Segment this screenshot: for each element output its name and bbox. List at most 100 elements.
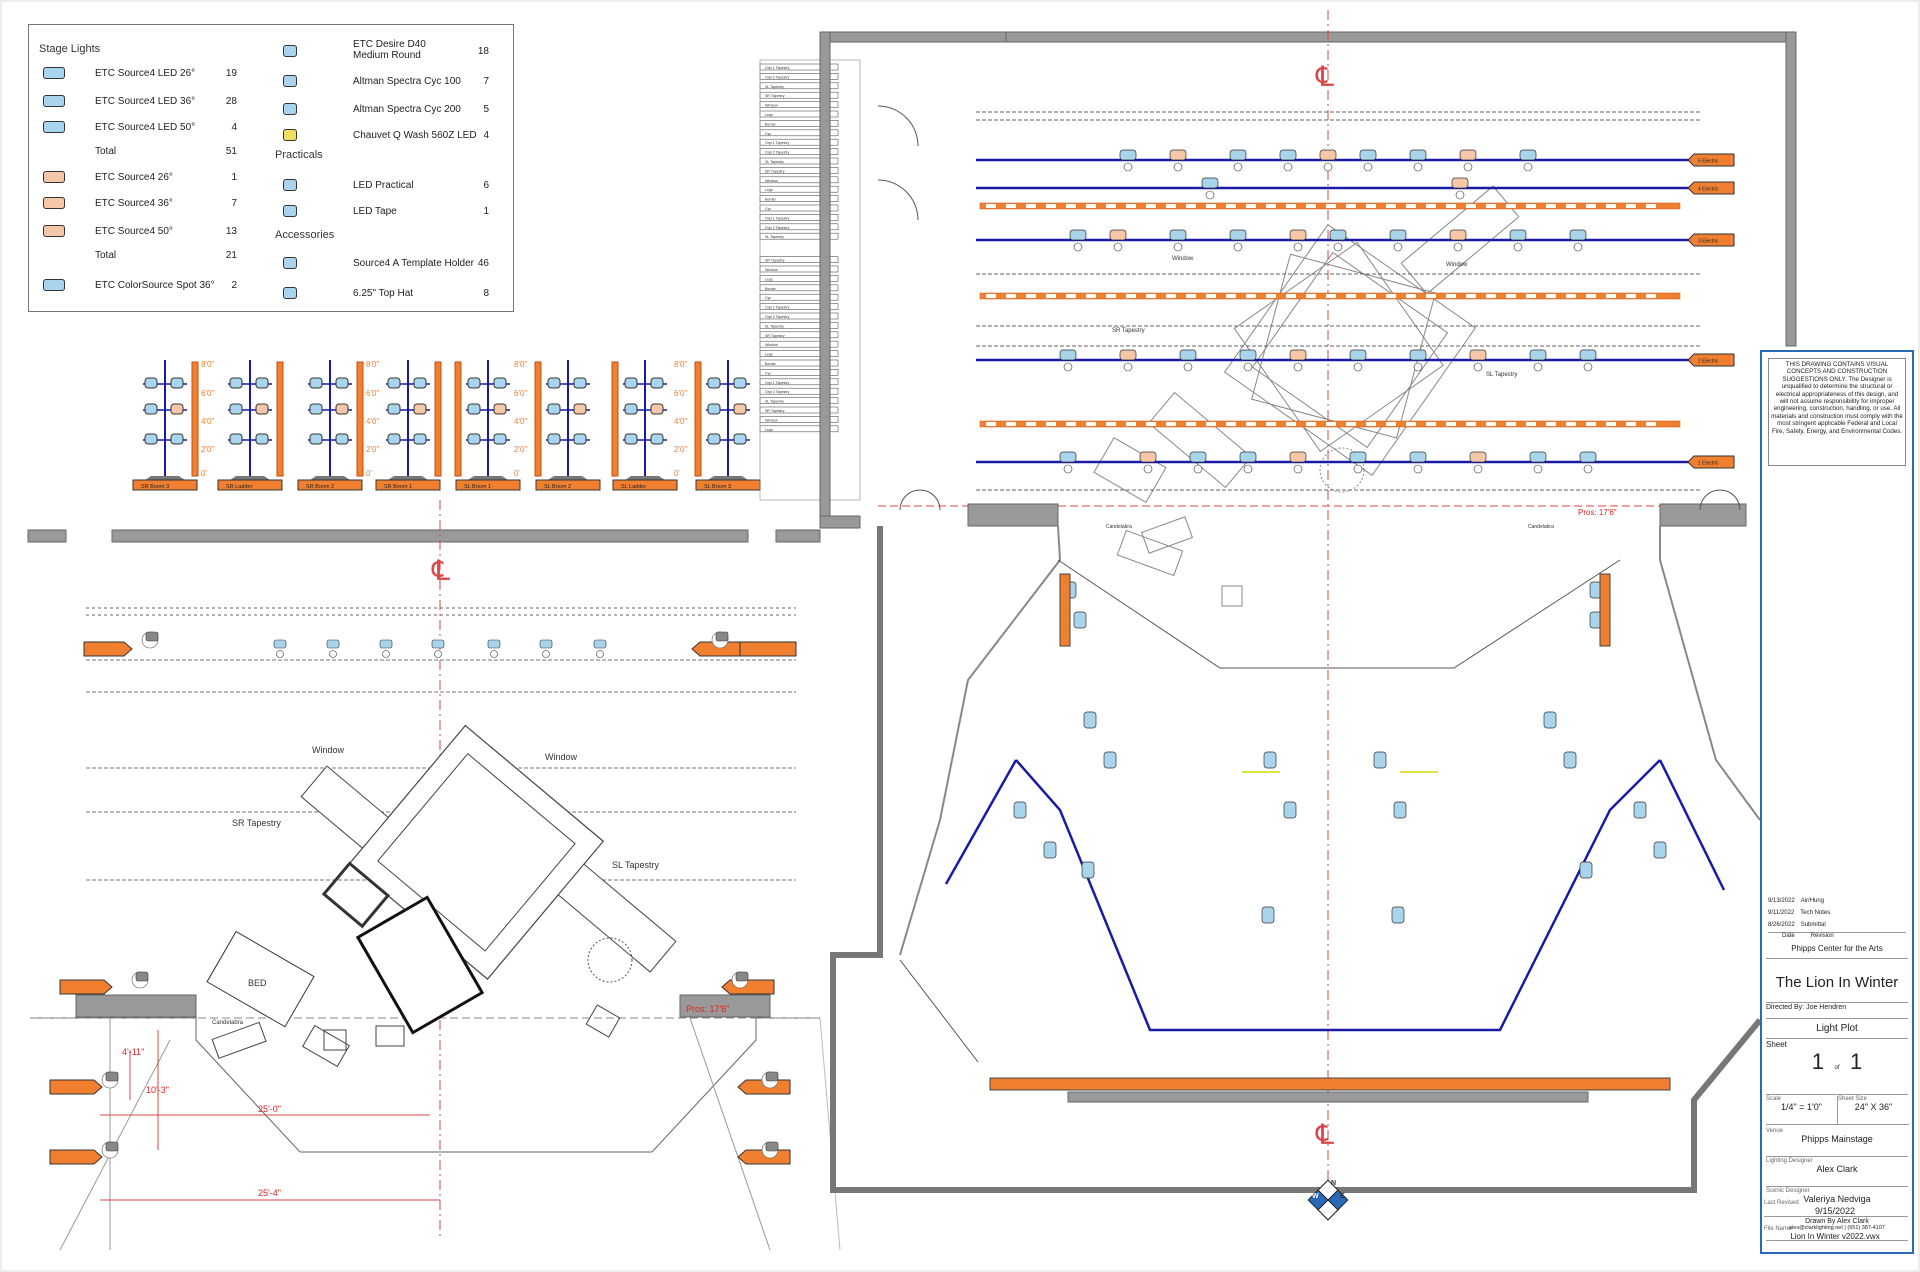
legend-name: LED Practical: [353, 180, 414, 191]
boom-elevation: SL Boom 1: [454, 360, 521, 491]
candelabra-label-main-2: Candelabra: [1528, 524, 1554, 530]
sr-tapestry-label-main: SR Tapestry: [1112, 328, 1145, 334]
sl-tapestry-label-main: SL Tapestry: [1486, 372, 1517, 378]
sheet-label: Sheet: [1766, 1040, 1787, 1049]
legend-name: Chauvet Q Wash 560Z LED: [353, 130, 477, 141]
sd-name: Valeriya Nedviga: [1803, 1194, 1871, 1204]
cyc-segment: [1126, 294, 1136, 298]
cyc-segment: [1626, 204, 1636, 208]
boom-label: SL Boom 1: [464, 484, 491, 490]
boom-elevation: SR Boom 1: [375, 360, 442, 491]
legend-count: 28: [225, 96, 237, 107]
cyc-segment: [1226, 294, 1236, 298]
lineset-label: Window: [765, 418, 778, 422]
lineset-label: Orpl 1 Tapestry: [765, 66, 790, 70]
legend-count: 1: [231, 172, 237, 183]
lineset-label: SL Tapestry: [765, 85, 784, 89]
fixture: [1579, 861, 1593, 879]
file-label: File Name: [1764, 1226, 1792, 1232]
cyc-segment: [1246, 294, 1256, 298]
fixture: [1319, 149, 1337, 172]
fixture: [1389, 229, 1407, 252]
boom-height-label: 2'0": [366, 445, 379, 454]
boom-label: SR Boom 2: [306, 484, 334, 490]
lineset-label: Border: [765, 122, 777, 126]
boom-height-label: 2'0": [201, 445, 214, 454]
cyc-segment: [1026, 204, 1036, 208]
boom-label: SR Boom 3: [141, 484, 169, 490]
fixture: [141, 631, 159, 649]
fixture: [1349, 349, 1367, 372]
svg-text:℄: ℄: [1315, 1120, 1334, 1151]
lineset-label: SL Tapestry: [765, 324, 784, 328]
fixture: [731, 971, 749, 989]
lineset-label: Orpl 1 Tapestry: [765, 141, 790, 145]
fixture: [1139, 451, 1157, 474]
legend-name: ETC Source4 LED 50°: [95, 122, 196, 133]
fixture: [101, 1071, 119, 1089]
fixture: [379, 639, 393, 658]
cyc-icon: [283, 75, 297, 87]
cyc-segment: [1066, 204, 1076, 208]
cyc-segment: [1386, 204, 1396, 208]
dim-1: 4'-11": [122, 1047, 144, 1057]
fixture: [1391, 906, 1405, 924]
lineset-label: Cyc: [765, 132, 771, 136]
directed-by: Directed By: Joe Hendren: [1766, 1004, 1908, 1019]
cyc-segment: [1426, 204, 1436, 208]
drawn-by: Drawn By Alex Clark: [1805, 1218, 1869, 1225]
ld-label: Lighting Designer: [1766, 1158, 1813, 1164]
fixture: [539, 639, 553, 658]
cyc-segment: [1146, 204, 1156, 208]
sheet-number: 1: [1811, 1049, 1824, 1074]
cyc-segment: [1166, 294, 1176, 298]
cyc-segment: [1546, 422, 1556, 426]
boom-height-label: 2'0": [674, 445, 687, 454]
led-fixture-icon: [43, 121, 65, 133]
legend-count: 1: [483, 206, 489, 217]
boom-label: SR Ladder: [226, 484, 252, 490]
lineset-label: Window: [765, 343, 778, 347]
cyc-segment: [1186, 294, 1196, 298]
lineset-label: Cyc: [765, 207, 771, 211]
size-label: Sheet Size: [1838, 1096, 1868, 1102]
legend-count: 2: [231, 280, 237, 291]
fixture: [1449, 229, 1467, 252]
electric-pipe: 5 Electric: [976, 153, 1735, 167]
fixture-legend: Stage Lights Practicals Accessories ETC …: [28, 24, 514, 312]
legend-count: 6: [483, 180, 489, 191]
dim-4: 25'-4": [258, 1188, 281, 1198]
cyc-segment: [1326, 204, 1336, 208]
legend-row: ETC Source4 LED 26°19: [39, 67, 237, 81]
cyc-segment: [1246, 204, 1256, 208]
electric-pipe: 4 Electric: [976, 181, 1735, 195]
cyc-segment: [1506, 204, 1516, 208]
legend-name: 6.25" Top Hat: [353, 288, 414, 299]
lineset-label: Border: [765, 362, 777, 366]
window-label-left-2: Window: [545, 752, 578, 762]
led-tape-icon: [283, 205, 297, 217]
legend-row: ETC Source4 36°7: [39, 197, 237, 211]
cyc-segment: [1466, 422, 1476, 426]
cyc-segment: [1246, 422, 1256, 426]
lineset-label: Legs: [765, 428, 773, 432]
window-label-main: Window: [1172, 256, 1194, 262]
fixture: [1013, 801, 1027, 819]
compass-s: S: [1321, 1207, 1326, 1214]
desire-icon: [283, 45, 297, 57]
legend-count: 18: [477, 46, 489, 57]
lineset-label: SR Tapestry: [765, 94, 785, 98]
fixture: [1529, 451, 1547, 474]
cyc-segment: [1646, 422, 1656, 426]
cyc-segment: [1446, 294, 1456, 298]
boom-label: SR Boom 1: [384, 484, 412, 490]
cyc-segment: [1466, 204, 1476, 208]
cyc-segment: [1086, 204, 1096, 208]
cyc-segment: [1126, 422, 1136, 426]
legend-count: 21: [225, 250, 237, 261]
cyc-segment: [1006, 294, 1016, 298]
contact: alex@clarklighting.net | (651) 387-4107: [1789, 1225, 1885, 1231]
electric-label: 2 Electric: [1698, 359, 1719, 365]
